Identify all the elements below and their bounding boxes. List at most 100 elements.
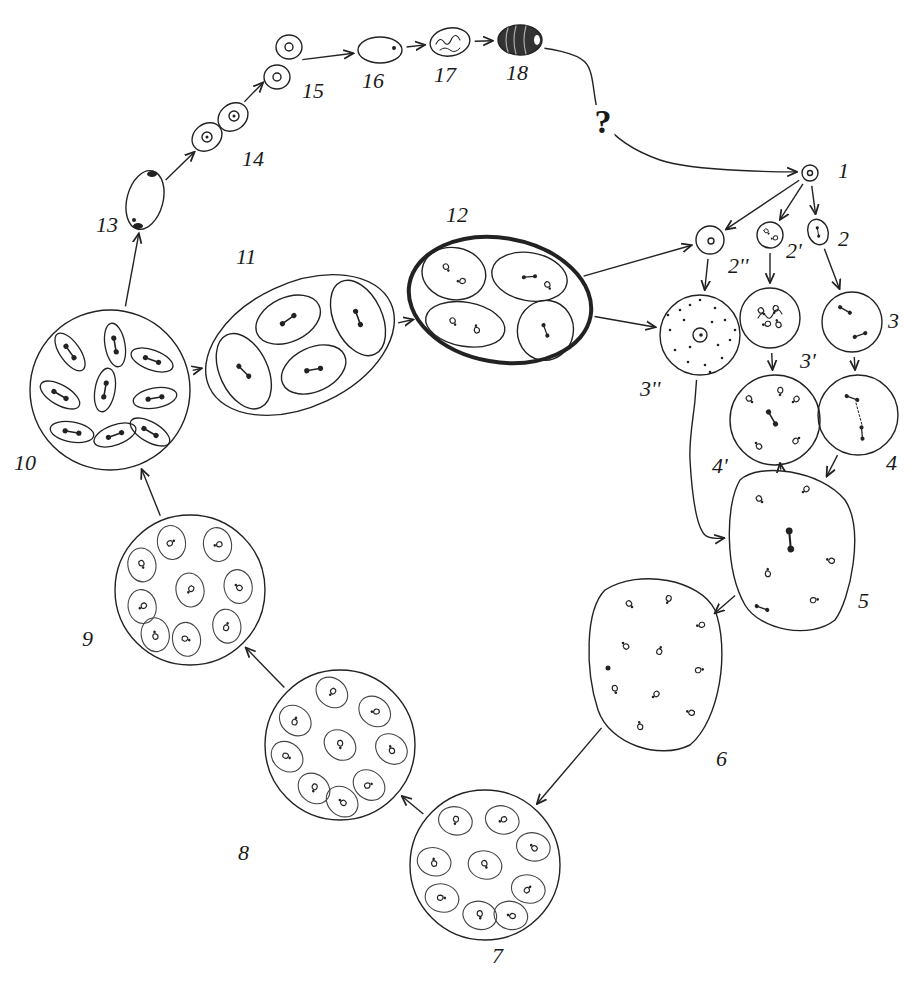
cell-figure (685, 707, 695, 717)
cell-figure (606, 666, 611, 671)
cell-stage: 2' (756, 221, 784, 249)
edge-label: ? (592, 105, 615, 139)
cell-figure (49, 328, 91, 376)
cell-figure (758, 309, 782, 318)
cell-figure (36, 375, 84, 414)
callout-number: 6 (716, 748, 727, 770)
cell-figure (696, 226, 724, 254)
cell-figure (120, 166, 170, 233)
cell-figure (663, 594, 673, 604)
cell-figure (399, 223, 602, 377)
cell-figure (276, 35, 302, 59)
cell-figure (202, 132, 212, 142)
cell-stage: 16 (357, 36, 403, 64)
cell-figure (804, 216, 832, 247)
cell-stage: 18 (497, 24, 543, 56)
cell-figure (91, 418, 139, 452)
cell-figure (786, 527, 795, 552)
cell-figure (802, 165, 818, 181)
cell-figure (205, 325, 282, 418)
cell-figure (689, 346, 692, 349)
callout-number: 4 (886, 452, 897, 474)
cell-figure (837, 304, 852, 315)
callout-number: 3 (888, 310, 899, 332)
arrow-connector (715, 596, 735, 614)
cell-figure (115, 513, 265, 665)
cell-stage: 15 (266, 34, 300, 91)
cell-figure (248, 285, 328, 354)
cell-figure (729, 470, 854, 630)
arrow-connector (780, 184, 803, 220)
cell-figure (248, 654, 430, 835)
cell-figure (717, 344, 720, 347)
cell-figure (101, 322, 128, 369)
cell-figure (449, 317, 458, 326)
cell-figure (667, 314, 670, 317)
cell-figure (205, 325, 282, 418)
cell-figure (418, 242, 490, 304)
cell-figure (758, 304, 783, 329)
cell-figure (279, 312, 298, 327)
cell-figure (756, 496, 763, 504)
cell-figure (91, 367, 118, 414)
callout-number: 8 (238, 842, 249, 864)
cell-figure (815, 226, 820, 238)
cell-figure (235, 363, 252, 380)
cell-figure (818, 375, 898, 455)
cell-stage: 5 (728, 466, 852, 630)
cell-figure (126, 412, 174, 451)
cell-figure (352, 308, 363, 328)
cell-figure (544, 281, 553, 290)
arrow-connector (595, 317, 656, 328)
arrow-connector (705, 259, 708, 290)
cell-figure (436, 35, 460, 44)
cell-stage: 4 (817, 374, 899, 456)
arrow-connector (827, 455, 838, 476)
cell-figure (610, 684, 620, 694)
cell-stage: 14 (193, 104, 247, 150)
callout-number: 2'' (728, 255, 748, 277)
cell-figure (740, 288, 800, 348)
cell-figure (729, 470, 854, 630)
cell-stage: 7 (409, 789, 561, 941)
cell-figure (248, 654, 430, 835)
cell-figure (708, 238, 714, 244)
cell-stage: 3'' (659, 294, 741, 376)
cell-figure (734, 329, 737, 332)
cell-figure (729, 339, 732, 342)
cell-figure (422, 296, 508, 353)
cell-figure (765, 408, 779, 427)
callout-number: 18 (506, 62, 528, 84)
cell-stage: 3' (739, 287, 801, 349)
arrow-connector (779, 463, 781, 470)
cell-figure (285, 43, 293, 51)
cell-figure (730, 375, 820, 465)
arrow-connector (402, 796, 424, 814)
callout-number: 12 (446, 204, 468, 226)
cell-figure (233, 115, 236, 118)
cell-figure (724, 319, 727, 322)
cell-figure (773, 319, 782, 329)
cell-figure (808, 171, 813, 176)
cell-figure (229, 111, 239, 121)
cell-figure (825, 555, 835, 565)
arrow-connector (475, 40, 493, 42)
arrow-connector (142, 469, 161, 516)
callout-number: 15 (302, 80, 324, 102)
cell-figure (775, 386, 786, 397)
cell-figure (822, 292, 882, 352)
cell-figure (498, 25, 542, 55)
cell-figure (534, 35, 540, 45)
cell-figure (589, 579, 722, 751)
cell-figure (422, 296, 508, 353)
cell-figure (120, 166, 170, 233)
arrow-connector (125, 233, 138, 306)
cell-stage: 13 (126, 171, 164, 230)
cell-figure (695, 620, 705, 630)
cell-figure (506, 26, 526, 54)
cell-figure (132, 218, 136, 222)
cell-figure (622, 642, 629, 650)
arrow-connector (812, 186, 816, 214)
cell-figure (804, 216, 832, 247)
